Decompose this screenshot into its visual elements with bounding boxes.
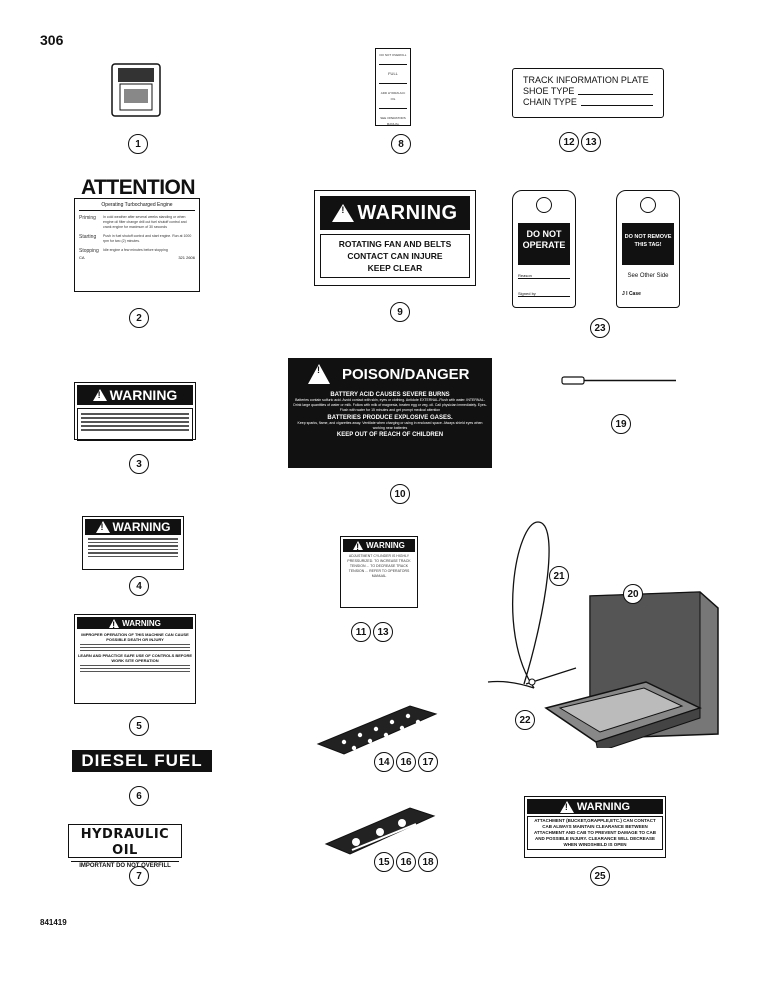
callout-group-2: 2 [128,308,150,328]
callout-group-8: 8 [390,134,412,154]
warning-triangle-icon [308,364,330,384]
callout-group-6: 6 [128,786,150,806]
callout-group-5: 5 [128,716,150,736]
battery-poison-danger-decal: POISON/DANGER BATTERY ACID CAUSES SEVERE… [286,356,494,476]
do-not-operate-tag: DO NOT OPERATE Reason Signed by [512,190,576,308]
instrument-cover-illustration [111,63,161,117]
callout-group-15-16-18: 15 16 18 [373,852,439,872]
callout: 1 [128,134,148,154]
warning-triangle-icon [95,521,110,533]
callout-group-4: 4 [128,576,150,596]
callout-group-9: 9 [389,302,411,322]
warning-triangle-icon [332,204,355,222]
warning-triangle-icon [559,800,574,813]
hydraulic-oil-decal: HYDRAULIC OIL IMPORTANT DO NOT OVERFILL [68,824,182,869]
page-number: 306 [40,32,64,48]
attachment-cab-warning-decal: WARNING ATTACHMENT (BUCKET,GRAPPLE,ETC.)… [524,796,666,858]
tag-hole-icon [640,197,656,213]
turbo-engine-attention-decal: Operating Turbocharged Engine Priming In… [74,198,200,292]
callout-group-1: 1 [127,134,149,154]
warning-triangle-icon [109,618,120,630]
callout-group-23: 23 [589,318,611,338]
do-not-remove-tag: DO NOT REMOVE THIS TAG! See Other Side J… [616,190,680,308]
callout-group-12-13: 12 13 [558,132,602,152]
rotating-fan-warning-decal: WARNING ROTATING FAN AND BELTS CONTACT C… [314,190,476,286]
document-number: 841419 [40,918,67,927]
callout-group-10: 10 [389,484,411,504]
hydraulic-level-decal: DO NOT OVERFILL FULL ADD HYDRAULIC OIL S… [375,48,411,126]
callout-group-14-16-17: 14 16 17 [373,752,439,772]
callout-group-20: 20 [622,584,644,604]
tag-hole-icon [536,197,552,213]
slotted-plate-illustration [324,807,436,855]
callout-group-7: 7 [128,866,150,886]
storage-box-and-cable-illustration [487,521,719,748]
improper-operation-warning-decal: WARNING IMPROPER OPERATION OF THIS MACHI… [74,614,196,704]
callout-group-21: 21 [548,566,570,586]
warning-triangle-icon [92,389,107,401]
callout-group-25: 25 [589,866,611,886]
pin-illustration [561,376,676,385]
track-tension-warning-decal: WARNING ADJUSTMENT CYLINDER IS HIGHLY PR… [340,536,418,608]
callout-group-22: 22 [514,710,536,730]
attention-title: ATTENTION [80,176,196,199]
callout-group-11-13: 11 13 [350,622,394,642]
warning-decal-3: WARNING [74,382,196,441]
warning-triangle-icon [353,541,364,552]
callout-group-19: 19 [610,414,632,434]
perforated-plate-illustration [316,705,438,755]
track-information-plate: TRACK INFORMATION PLATE SHOE TYPE CHAIN … [512,68,664,118]
callout-group-3: 3 [128,454,150,474]
warning-decal-4: WARNING [82,516,184,570]
diesel-fuel-decal: DIESEL FUEL [72,750,212,772]
